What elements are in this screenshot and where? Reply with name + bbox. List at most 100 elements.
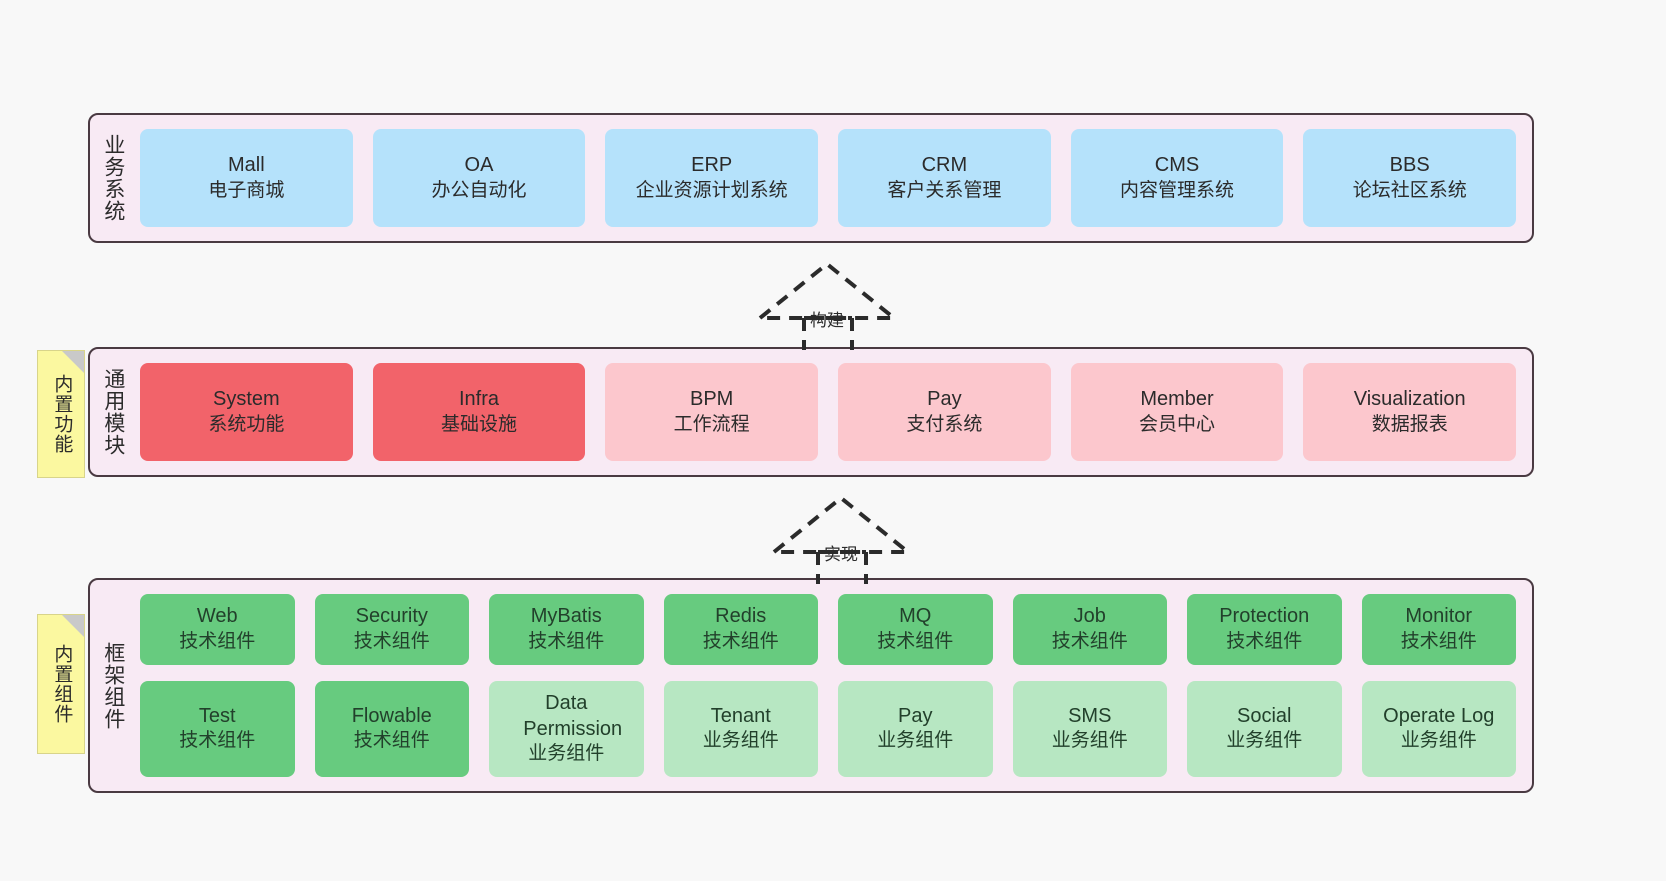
card-tenant-cn: 业务组件 xyxy=(702,730,779,752)
layer-common-row: System 系统功能 Infra 基础设施 BPM 工作流程 Pay 支付系统… xyxy=(140,363,1517,461)
card-job[interactable]: Job 技术组件 xyxy=(1012,594,1167,665)
card-test-cn: 技术组件 xyxy=(179,730,256,752)
connector-build-label: 构建 xyxy=(810,311,844,330)
card-mq-cn: 技术组件 xyxy=(877,630,954,652)
note-builtin-function-label: 内置功能 xyxy=(51,374,73,454)
card-system-en: System xyxy=(212,388,280,411)
card-data-permission[interactable]: Data Permission 业务组件 xyxy=(489,680,644,777)
card-social-cn: 业务组件 xyxy=(1226,730,1303,752)
card-flowable-en: Flowable xyxy=(351,704,432,727)
card-web[interactable]: Web 技术组件 xyxy=(140,594,295,665)
card-job-cn: 技术组件 xyxy=(1051,630,1128,652)
card-social[interactable]: Social 业务组件 xyxy=(1187,680,1342,777)
card-member-en: Member xyxy=(1140,388,1214,411)
card-pay-component-cn: 业务组件 xyxy=(877,730,954,752)
card-oa-en: OA xyxy=(464,154,494,177)
card-mq[interactable]: MQ 技术组件 xyxy=(838,594,993,665)
card-protection-cn: 技术组件 xyxy=(1226,630,1303,652)
card-infra[interactable]: Infra 基础设施 xyxy=(372,363,586,461)
connector-implement: 实现 xyxy=(766,492,926,584)
layer-business-row: Mall 电子商城 OA 办公自动化 ERP 企业资源计划系统 CRM 客户关系… xyxy=(140,129,1517,227)
note-builtin-component: 内置组件 xyxy=(37,614,85,754)
card-social-en: Social xyxy=(1237,704,1292,727)
card-member-cn: 会员中心 xyxy=(1139,413,1216,435)
card-protection[interactable]: Protection 技术组件 xyxy=(1187,594,1342,665)
card-operate-log[interactable]: Operate Log 业务组件 xyxy=(1361,680,1516,777)
layer-framework-row-tech: Web 技术组件 Security 技术组件 MyBatis 技术组件 Redi… xyxy=(140,594,1516,665)
card-pay-component[interactable]: Pay 业务组件 xyxy=(838,680,993,777)
card-bbs[interactable]: BBS 论坛社区系统 xyxy=(1303,129,1517,227)
card-pay-module-cn: 支付系统 xyxy=(906,413,983,435)
card-erp-cn: 企业资源计划系统 xyxy=(635,179,788,201)
card-oa-cn: 办公自动化 xyxy=(431,179,527,201)
card-web-cn: 技术组件 xyxy=(179,630,256,652)
card-job-en: Job xyxy=(1073,605,1106,628)
card-visualization-en: Visualization xyxy=(1353,388,1466,411)
card-pay-module-en: Pay xyxy=(927,388,962,411)
card-crm[interactable]: CRM 客户关系管理 xyxy=(838,129,1051,227)
card-tenant[interactable]: Tenant 业务组件 xyxy=(663,680,818,777)
card-flowable[interactable]: Flowable 技术组件 xyxy=(314,680,469,777)
card-infra-en: Infra xyxy=(458,388,500,411)
card-system[interactable]: System 系统功能 xyxy=(140,363,353,461)
card-mq-en: MQ xyxy=(899,605,932,628)
card-tenant-en: Tenant xyxy=(710,704,771,727)
card-erp-en: ERP xyxy=(691,154,733,177)
card-mall-en: Mall xyxy=(228,154,265,177)
card-cms-en: CMS xyxy=(1154,154,1200,177)
card-crm-en: CRM xyxy=(921,154,968,177)
connector-implement-label: 实现 xyxy=(824,545,858,564)
note-fold-corner-icon xyxy=(62,351,84,373)
card-member[interactable]: Member 会员中心 xyxy=(1070,363,1284,461)
card-mybatis-en: MyBatis xyxy=(530,605,602,628)
card-oa[interactable]: OA 办公自动化 xyxy=(372,129,586,227)
card-monitor[interactable]: Monitor 技术组件 xyxy=(1361,594,1516,665)
card-cms[interactable]: CMS 内容管理系统 xyxy=(1070,129,1284,227)
card-cms-cn: 内容管理系统 xyxy=(1120,179,1235,201)
card-monitor-cn: 技术组件 xyxy=(1400,630,1477,652)
card-monitor-en: Monitor xyxy=(1405,605,1473,628)
card-protection-en: Protection xyxy=(1219,605,1310,628)
layer-framework-body: Web 技术组件 Security 技术组件 MyBatis 技术组件 Redi… xyxy=(136,580,1532,791)
layer-framework-title: 框架组件 xyxy=(101,641,125,730)
note-fold-corner-icon xyxy=(62,615,84,637)
card-erp[interactable]: ERP 企业资源计划系统 xyxy=(605,129,819,227)
note-builtin-component-label: 内置组件 xyxy=(51,644,73,724)
card-redis-cn: 技术组件 xyxy=(702,630,779,652)
card-bpm[interactable]: BPM 工作流程 xyxy=(605,363,819,461)
card-sms-en: SMS xyxy=(1068,704,1112,727)
card-operate-log-cn: 业务组件 xyxy=(1400,730,1477,752)
connector-build: 构建 xyxy=(752,258,912,350)
card-operate-log-en: Operate Log xyxy=(1383,704,1495,727)
card-security-en: Security xyxy=(355,605,428,628)
layer-common: 通用模块 System 系统功能 Infra 基础设施 BPM 工作流程 Pay… xyxy=(88,347,1534,477)
card-infra-cn: 基础设施 xyxy=(441,413,518,435)
card-mybatis-cn: 技术组件 xyxy=(528,630,605,652)
note-builtin-function: 内置功能 xyxy=(37,350,85,478)
card-visualization-cn: 数据报表 xyxy=(1371,413,1448,435)
card-bpm-en: BPM xyxy=(690,388,734,411)
card-data-permission-en: Data Permission xyxy=(523,692,623,740)
card-sms-cn: 业务组件 xyxy=(1051,730,1128,752)
card-pay-component-en: Pay xyxy=(898,704,933,727)
card-security[interactable]: Security 技术组件 xyxy=(314,594,469,665)
card-sms[interactable]: SMS 业务组件 xyxy=(1012,680,1167,777)
card-flowable-cn: 技术组件 xyxy=(353,730,430,752)
card-mybatis[interactable]: MyBatis 技术组件 xyxy=(489,594,644,665)
card-security-cn: 技术组件 xyxy=(353,630,430,652)
card-system-cn: 系统功能 xyxy=(208,413,285,435)
layer-framework: 框架组件 Web 技术组件 Security 技术组件 MyBatis 技术组件… xyxy=(88,578,1534,793)
card-redis[interactable]: Redis 技术组件 xyxy=(663,594,818,665)
card-mall-cn: 电子商城 xyxy=(208,179,285,201)
card-pay-module[interactable]: Pay 支付系统 xyxy=(838,363,1051,461)
card-bpm-cn: 工作流程 xyxy=(673,413,750,435)
card-bbs-cn: 论坛社区系统 xyxy=(1352,179,1467,201)
card-visualization[interactable]: Visualization 数据报表 xyxy=(1303,363,1517,461)
layer-business: 业务系统 Mall 电子商城 OA 办公自动化 ERP 企业资源计划系统 CRM… xyxy=(88,113,1534,243)
card-mall[interactable]: Mall 电子商城 xyxy=(140,129,353,227)
layer-common-title: 通用模块 xyxy=(101,368,125,456)
connector-build-glyph xyxy=(754,261,900,350)
card-web-en: Web xyxy=(196,605,238,628)
card-test[interactable]: Test 技术组件 xyxy=(140,680,295,777)
